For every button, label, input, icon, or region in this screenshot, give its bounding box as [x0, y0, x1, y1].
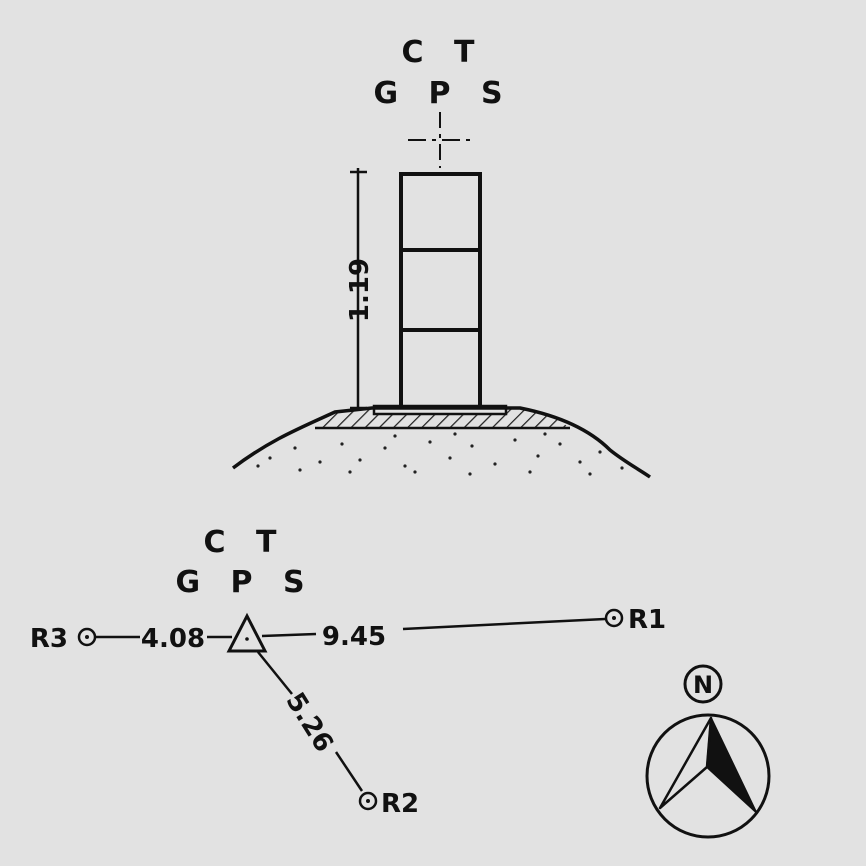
plan-view: C T G P S 9.45 R1 4.08 R3 [30, 525, 666, 819]
distance-label-r1: 9.45 [322, 622, 386, 652]
elevation-view: C T G P S 1.19 [231, 35, 652, 479]
height-dimension-label: 1.19 [345, 258, 375, 322]
reference-line-r2 [257, 651, 364, 792]
north-arrow: N [645, 664, 771, 839]
compass-needle-icon [658, 716, 757, 813]
distance-label-r3: 4.08 [141, 624, 205, 654]
plan-title-line2: G P S [175, 565, 314, 600]
elevation-title-line1: C T [402, 35, 485, 70]
soil-stipple [256, 432, 624, 476]
reference-line-r1 [261, 617, 606, 638]
elevation-title-line2: G P S [373, 76, 512, 111]
crosshair-icon [408, 112, 472, 168]
distance-label-r2: 5.26 [279, 687, 338, 757]
reference-label-r2: R2 [381, 789, 419, 819]
reference-point-r3-icon [77, 627, 97, 647]
ground-mound [231, 404, 652, 479]
pillar [399, 172, 482, 410]
reference-point-r1-icon [604, 608, 624, 628]
station-triangle-icon [226, 612, 268, 653]
north-label: N [693, 671, 713, 699]
reference-point-r2-icon [358, 791, 378, 811]
plan-title-line1: C T [204, 525, 287, 560]
reference-label-r1: R1 [628, 605, 666, 635]
reference-label-r3: R3 [30, 624, 68, 654]
compass-circle-icon [645, 713, 771, 839]
